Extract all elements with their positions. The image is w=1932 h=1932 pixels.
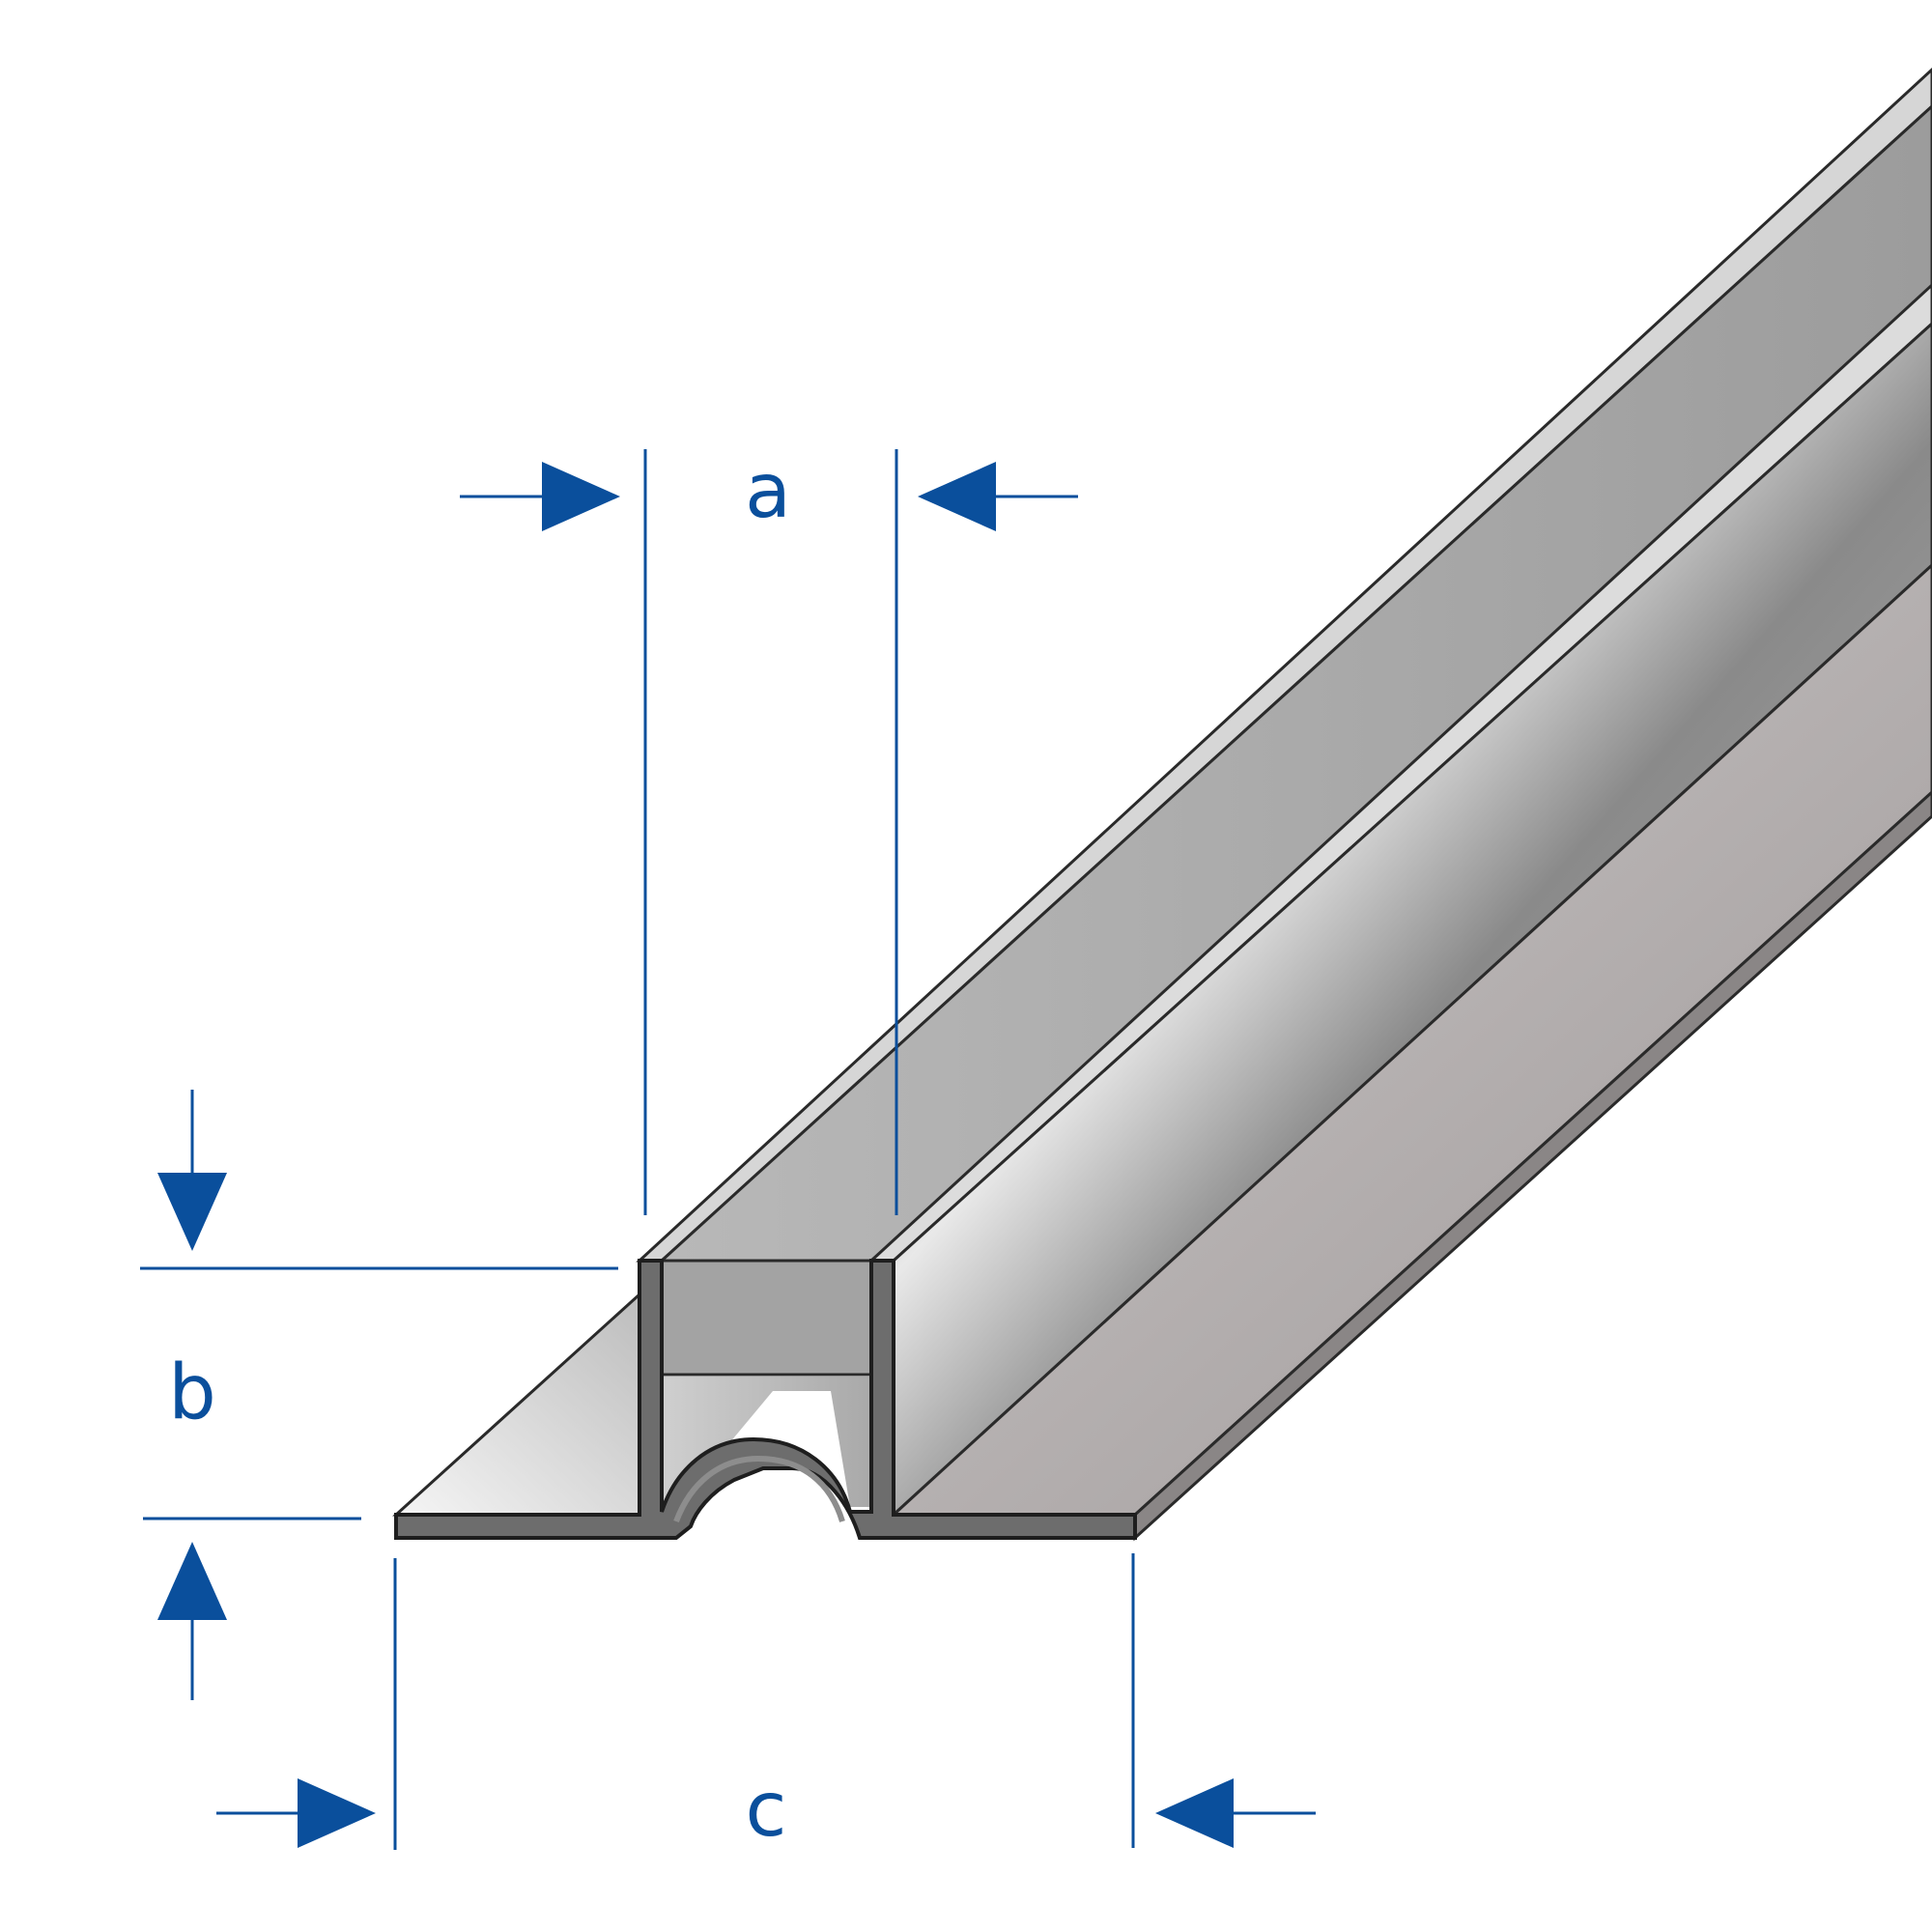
dimension-c-arrow-right [1155,1778,1234,1848]
dimension-b-label: b [168,1350,216,1436]
channel-inner-lower [662,1377,871,1507]
profile-cross-section [394,1259,1137,1540]
dimension-a-label: a [745,448,791,535]
left-flange-top [392,1291,641,1517]
dimension-c-arrow-left [298,1778,376,1848]
dimension-b-arrow-bottom [157,1542,227,1620]
dimension-a: a [460,448,1078,1215]
dimension-c-label: c [746,1767,787,1854]
arc-highlight [673,1455,845,1523]
dimension-a-arrow-right [918,462,996,531]
aluminium-profile [392,67,1932,1542]
dimension-b: b [140,1090,618,1700]
dimension-a-arrow-left [542,462,620,531]
dimension-c: c [216,1553,1316,1854]
dimension-b-arrow-top [157,1173,227,1251]
channel-inner-upper [660,1259,873,1377]
